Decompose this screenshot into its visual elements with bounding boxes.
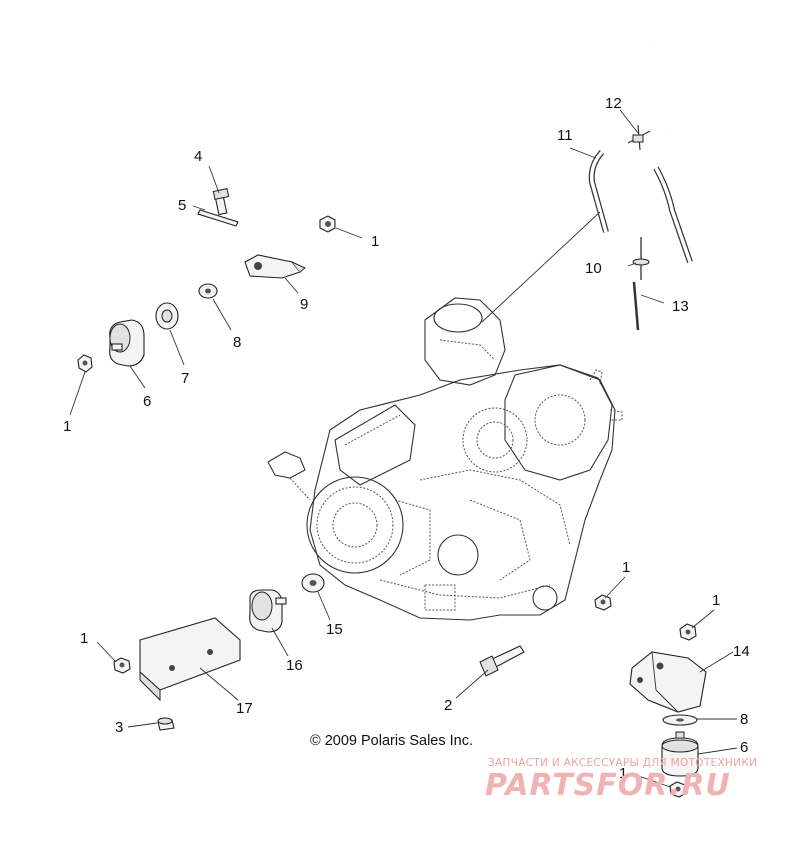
washer-15 — [301, 573, 325, 593]
connector-12 — [627, 124, 651, 151]
nut-7 — [155, 302, 179, 330]
callout-1-left: 1 — [63, 418, 71, 435]
callout-14: 14 — [733, 643, 750, 660]
callout-16: 16 — [286, 657, 303, 674]
callout-10: 10 — [585, 260, 602, 277]
callout-11: 11 — [557, 127, 573, 144]
nut-1-left — [77, 354, 93, 373]
callout-4: 4 — [194, 148, 202, 165]
callout-1-top: 1 — [371, 233, 379, 250]
callout-1-bottom-right: 1 — [619, 765, 627, 782]
watermark: ЗАПЧАСТИ И АКСЕССУАРЫ ДЛЯ МОТОТЕХНИКИ PA… — [485, 757, 757, 803]
leader-lines — [69, 109, 738, 788]
nut-3 — [157, 717, 175, 731]
vent-hoses — [588, 47, 693, 331]
callout-1-bottom-left: 1 — [80, 630, 88, 647]
callout-labels: 4 5 1 9 8 7 6 1 11 12 10 13 1 1 14 8 6 1… — [63, 95, 750, 782]
callout-8-right: 8 — [740, 711, 748, 728]
copyright-text: © 2009 Polaris Sales Inc. — [310, 733, 473, 749]
clip-5 — [197, 209, 239, 227]
rubber-mount-6-right — [661, 731, 699, 777]
callout-7: 7 — [181, 370, 189, 387]
nut-1-left-bottom — [113, 657, 131, 674]
nut-1-top — [319, 215, 336, 233]
rubber-mount-6-left — [109, 319, 145, 367]
callout-12: 12 — [605, 95, 622, 112]
callout-1-bracket: 1 — [712, 592, 720, 609]
engine-illustration — [267, 297, 623, 621]
callout-6-left: 6 — [143, 393, 151, 410]
washer-8-left — [198, 283, 218, 299]
callout-6-right: 6 — [740, 739, 748, 756]
nut-1-right-mid — [594, 594, 612, 611]
bracket-14 — [629, 651, 707, 713]
bracket-17 — [139, 617, 241, 702]
nut-1-bottom-right — [669, 781, 687, 798]
rubber-mount-16 — [249, 589, 287, 633]
callout-1-mid-right: 1 — [622, 559, 630, 576]
callout-9: 9 — [300, 296, 308, 313]
callout-15: 15 — [326, 621, 343, 638]
callout-8-left: 8 — [233, 334, 241, 351]
callout-3: 3 — [115, 719, 123, 736]
callout-17: 17 — [236, 700, 253, 717]
watermark-logo: PARTSFOR.RU — [485, 768, 731, 803]
bracket-9 — [244, 254, 306, 279]
bolt-2 — [479, 645, 525, 677]
callout-13: 13 — [672, 298, 689, 315]
callout-2: 2 — [444, 697, 452, 714]
fitting-10 — [632, 237, 650, 280]
callout-5: 5 — [178, 197, 186, 214]
washer-8-right — [662, 714, 698, 726]
bolt-4 — [212, 188, 230, 216]
watermark-tagline: ЗАПЧАСТИ И АКСЕССУАРЫ ДЛЯ МОТОТЕХНИКИ — [488, 757, 757, 769]
